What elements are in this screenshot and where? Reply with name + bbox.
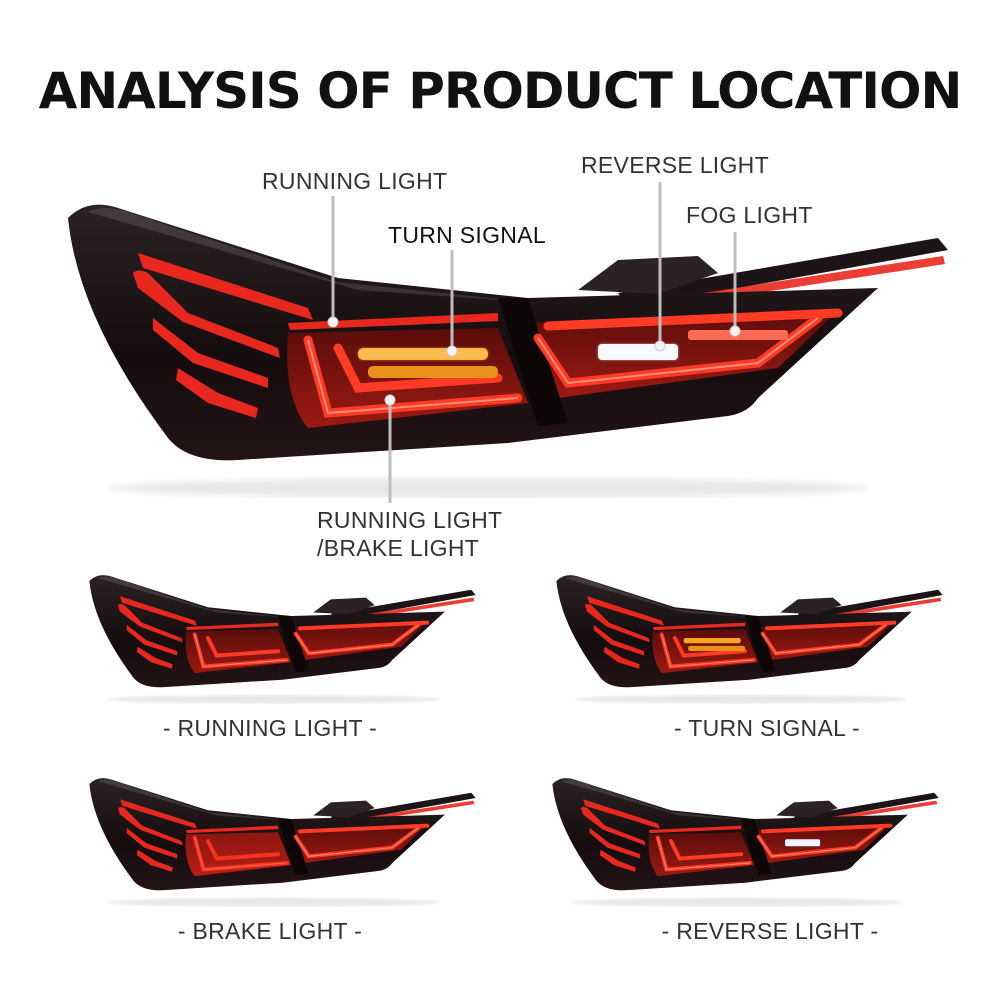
thumb-running-light [85,572,480,704]
running-light-dot [327,316,339,328]
callout-reverse-light: REVERSE LIGHT [581,152,769,178]
fog-light-dot [729,325,741,337]
callout-turn-signal: TURN SIGNAL [388,222,546,248]
caption-brake-light: - BRAKE LIGHT - [177,918,363,944]
callout-running-brake-line2: /BRAKE LIGHT [317,535,480,561]
callout-fog-light: FOG LIGHT [686,202,813,228]
main-taillight-image [58,188,958,508]
turn-signal-dot [446,345,458,357]
running-brake-dot [384,394,396,406]
caption-turn-signal: - TURN SIGNAL - [674,715,860,741]
callout-running-light: RUNNING LIGHT [262,168,448,194]
thumb-turn-signal [552,572,947,704]
thumb-reverse-light [548,775,943,907]
caption-reverse-light: - REVERSE LIGHT - [661,918,879,944]
caption-running-light: - RUNNING LIGHT - [162,715,378,741]
reverse-light-dot [654,340,666,352]
thumb-brake-light [85,775,480,907]
page-title: ANALYSIS OF PRODUCT LOCATION [38,62,963,120]
callout-running-brake-line1: RUNNING LIGHT [317,507,503,533]
